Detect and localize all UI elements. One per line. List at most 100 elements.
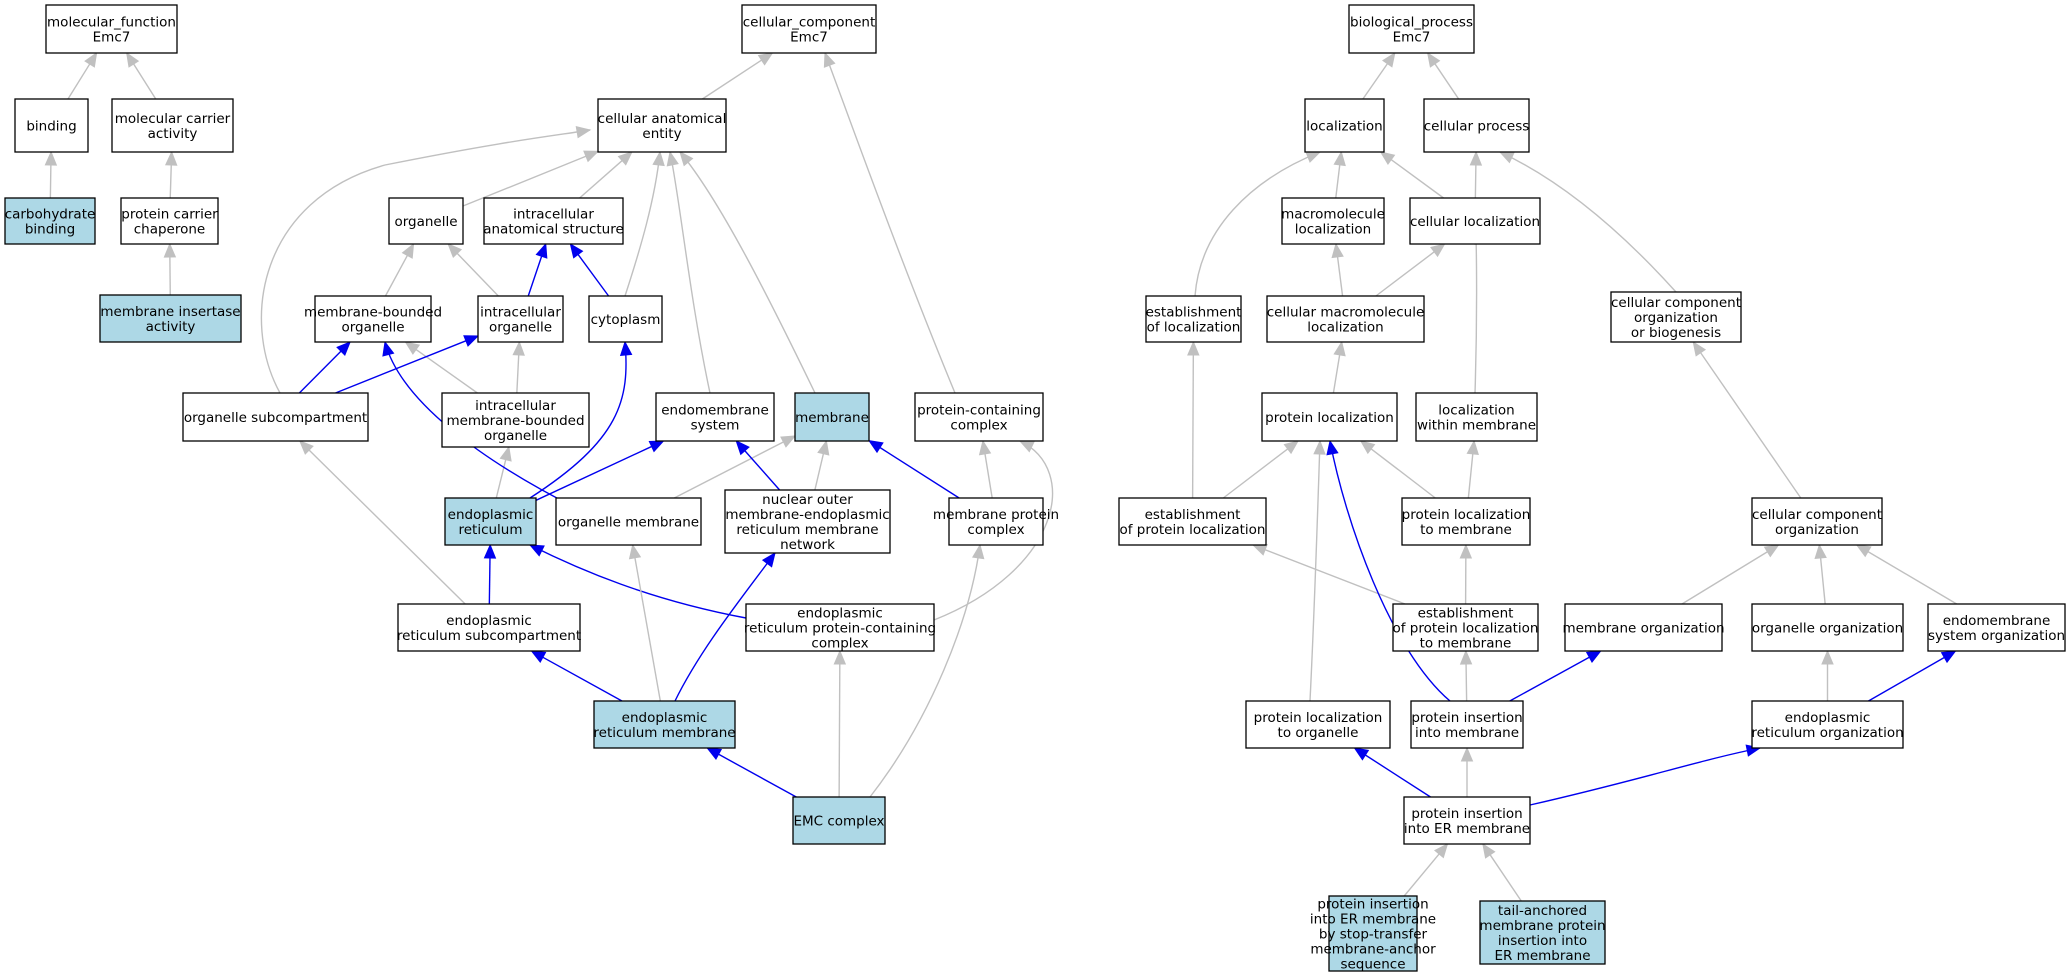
node-label: establishment bbox=[1145, 507, 1241, 523]
node-box bbox=[397, 603, 581, 652]
arrowhead-icon bbox=[1331, 242, 1344, 259]
node-orgmem[interactable]: organelle membrane bbox=[555, 497, 702, 546]
node-box bbox=[745, 603, 935, 652]
node-emc[interactable]: EMC complex bbox=[792, 796, 886, 845]
edge-line bbox=[1499, 151, 1677, 293]
node-nomer[interactable]: nuclear outermembrane-endoplasmicreticul… bbox=[724, 489, 891, 554]
edge-membrane-to-anat bbox=[679, 151, 816, 394]
node-label: activity bbox=[146, 319, 196, 335]
arrowhead-icon bbox=[575, 126, 592, 139]
node-osub[interactable]: organelle subcompartment bbox=[182, 392, 369, 442]
node-box bbox=[1145, 295, 1242, 343]
arrowhead-icon bbox=[780, 435, 797, 448]
arrowhead-icon bbox=[972, 543, 985, 560]
node-box bbox=[724, 489, 891, 554]
edge-line bbox=[1194, 151, 1321, 297]
edge-cmacloc-to-cellloc bbox=[1375, 243, 1446, 297]
node-cytoplasm[interactable]: cytoplasm bbox=[588, 295, 663, 343]
node-label: system bbox=[691, 418, 740, 434]
edge-ias-to-anat bbox=[579, 151, 633, 199]
node-box bbox=[792, 796, 886, 845]
edge-osub-to-io bbox=[335, 335, 480, 394]
node-box bbox=[1403, 796, 1531, 845]
node-protloc[interactable]: protein localization bbox=[1261, 392, 1398, 442]
node-box bbox=[111, 98, 234, 153]
node-box bbox=[1423, 98, 1530, 153]
node-label: membrane-bounded bbox=[446, 413, 584, 429]
edge-locwm-to-cellloc bbox=[1469, 230, 1482, 394]
arrowhead-icon bbox=[833, 649, 847, 665]
node-cellloc[interactable]: cellular localization bbox=[1409, 197, 1541, 245]
node-binding[interactable]: binding bbox=[14, 98, 89, 153]
node-loc[interactable]: localization bbox=[1304, 98, 1385, 153]
node-label: of protein localization bbox=[1392, 621, 1538, 637]
edge-imbo-to-io bbox=[512, 340, 525, 394]
arrowhead-icon bbox=[1305, 151, 1322, 163]
arrowhead-icon bbox=[1333, 150, 1346, 167]
node-label: intracellular bbox=[475, 398, 556, 414]
edge-ersub-to-er bbox=[483, 543, 497, 605]
arrowhead-icon bbox=[1434, 843, 1449, 859]
edge-line bbox=[838, 662, 841, 798]
node-cproc[interactable]: cellular process bbox=[1423, 98, 1530, 153]
node-label: membrane insertase bbox=[100, 304, 240, 320]
node-box bbox=[1479, 900, 1606, 965]
node-memorg[interactable]: membrane organization bbox=[1562, 603, 1725, 652]
edge-line bbox=[1433, 62, 1460, 100]
arrowhead-icon bbox=[499, 445, 512, 462]
node-organelle[interactable]: organelle bbox=[388, 197, 464, 245]
edge-loc-to-bp bbox=[1362, 51, 1396, 100]
node-box bbox=[1410, 700, 1524, 749]
edge-line bbox=[634, 556, 662, 702]
node-label: carbohydrate bbox=[5, 207, 96, 223]
edge-line bbox=[335, 339, 468, 394]
edge-endosys-to-anat bbox=[666, 150, 711, 394]
arrowhead-icon bbox=[1359, 440, 1376, 455]
node-box bbox=[794, 392, 870, 442]
edge-line bbox=[1699, 351, 1802, 499]
edge-line bbox=[529, 341, 627, 499]
node-membrane[interactable]: membrane bbox=[794, 392, 870, 442]
edge-line bbox=[814, 452, 825, 491]
node-orgorg[interactable]: organelle organization bbox=[1751, 603, 1904, 652]
edge-emc-to-ermem bbox=[706, 747, 797, 798]
node-label: localization bbox=[1307, 320, 1383, 336]
edge-insertase-to-chaperone bbox=[163, 242, 177, 296]
